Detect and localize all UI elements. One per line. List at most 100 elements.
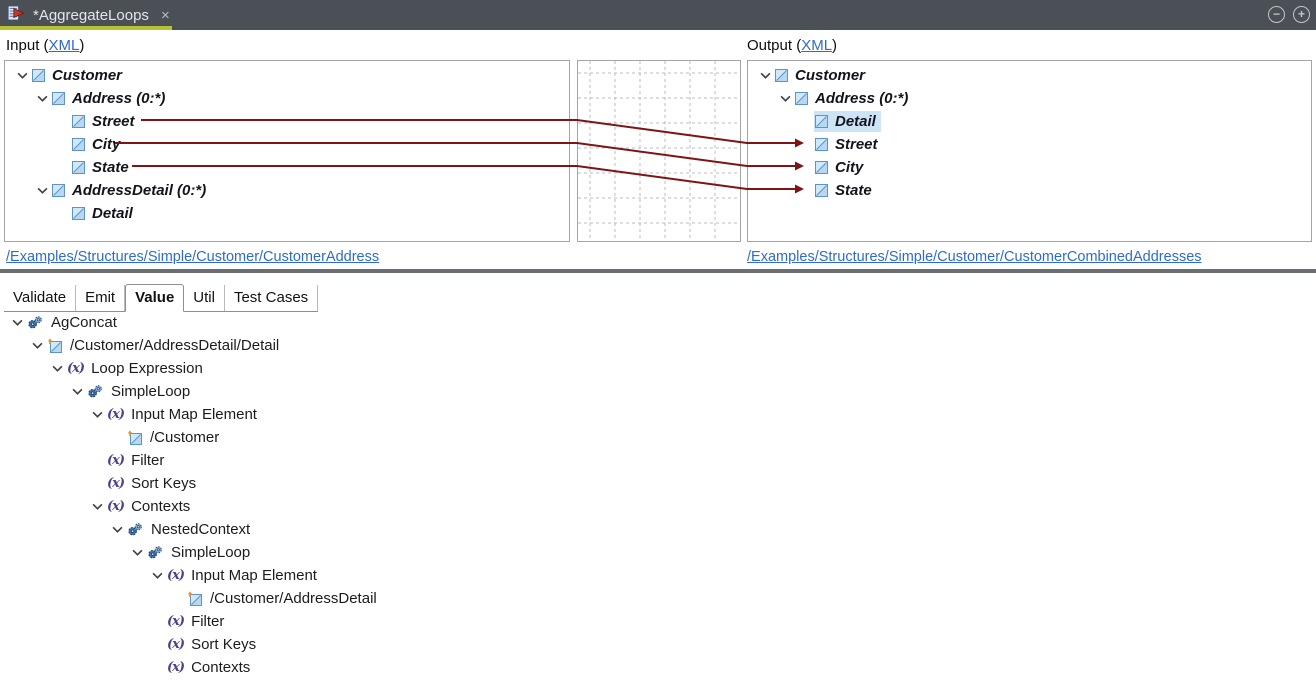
output-schema-panel: Customer Address (0:*) [747,60,1312,242]
xml-element-icon [52,184,65,197]
tab-value[interactable]: Value [125,284,185,312]
tree-item-customer-addressdetail-detail[interactable]: /Customer/AddressDetail/Detail [0,334,382,357]
tree-item-label: Contexts [191,659,251,676]
tree-item-state[interactable]: State [748,179,1311,202]
chevron-down-icon[interactable] [148,572,166,579]
tree-item-label: Address (0:*) [815,90,909,107]
chevron-down-icon[interactable] [128,549,146,556]
horizontal-splitter[interactable] [0,269,1316,273]
tab-emit[interactable]: Emit [76,285,126,311]
chevron-down-icon[interactable] [48,365,66,372]
tree-item-nestedcontext[interactable]: NestedContext [0,518,382,541]
tab-validate[interactable]: Validate [4,285,77,311]
output-structure-path-link[interactable]: /Examples/Structures/Simple/Customer/Cus… [747,249,1202,265]
tree-item-contexts[interactable]: (x) Contexts [0,656,382,679]
map-element-icon [127,430,143,445]
tree-item-customer[interactable]: Customer [748,64,1311,87]
tree-item-label: Filter [191,613,225,630]
chevron-down-icon[interactable] [8,319,26,326]
tree-item-address-0[interactable]: Address (0:*) [748,87,1311,110]
document-tab-title: *AggregateLoops [33,6,149,24]
xml-element-icon [72,115,85,128]
input-label-text: Input ( [6,37,49,54]
tree-item-label: Loop Expression [91,360,203,377]
tree-item-input-map-element[interactable]: (x) Input Map Element [0,403,382,426]
input-schema-panel: Customer Address (0:*) [4,60,570,242]
tree-item-label: Contexts [131,498,191,515]
tree-item-label: Detail [835,113,876,130]
tree-item-customer-addressdetail[interactable]: /Customer/AddressDetail [0,587,382,610]
tree-item-sort-keys[interactable]: (x) Sort Keys [0,633,382,656]
tree-item-label: /Customer/AddressDetail [210,590,377,607]
tree-item-addressdetail-0[interactable]: AddressDetail (0:*) [5,179,569,202]
output-label-suffix: ) [832,37,838,54]
tree-item-state[interactable]: State [5,156,569,179]
zoom-out-button[interactable]: − [1268,6,1285,23]
chevron-down-icon[interactable] [108,526,126,533]
tree-item-label: Input Map Element [131,406,257,423]
chevron-down-icon[interactable] [88,503,106,510]
xml-element-icon [775,69,788,82]
tree-item-label: /Customer [150,429,220,446]
tree-item-simpleloop[interactable]: SimpleLoop [0,380,382,403]
tree-item-city[interactable]: City [748,156,1311,179]
expression-fx-icon: (x) [107,453,125,468]
tree-item-city[interactable]: City [5,133,569,156]
tree-item-agconcat[interactable]: AgConcat [0,311,382,334]
tree-item-label: AgConcat [51,314,117,331]
tree-item-address-0[interactable]: Address (0:*) [5,87,569,110]
mapping-canvas[interactable] [577,60,741,242]
tab-test-cases[interactable]: Test Cases [224,285,319,311]
tree-item-filter[interactable]: (x) Filter [0,449,382,472]
tree-item-label: State [92,159,129,176]
tree-item-label: City [92,136,121,153]
tree-item-label: NestedContext [151,521,251,538]
tab-label: Test Cases [233,289,309,306]
chevron-down-icon[interactable] [33,187,51,194]
input-panel-label: Input (XML) [6,37,84,54]
input-structure-path-link[interactable]: /Examples/Structures/Simple/Customer/Cus… [6,249,380,265]
output-label-text: Output ( [747,37,802,54]
expression-fx-icon: (x) [167,637,185,652]
tree-item-street[interactable]: Street [748,133,1311,156]
active-tab-underline [0,26,172,30]
zoom-in-button[interactable]: + [1293,6,1310,23]
xml-element-icon [72,207,85,220]
tree-item-loop-expression[interactable]: (x) Loop Expression [0,357,382,380]
tab-util[interactable]: Util [184,285,225,311]
chevron-down-icon[interactable] [756,72,774,79]
xml-element-icon [815,138,828,151]
tree-item-detail[interactable]: Detail [5,202,569,225]
chevron-down-icon[interactable] [28,342,46,349]
expression-fx-icon: (x) [167,568,185,583]
chevron-down-icon[interactable] [68,388,86,395]
chevron-down-icon[interactable] [13,72,31,79]
tree-item-street[interactable]: Street [5,110,569,133]
document-tab-aggregateloops[interactable]: *AggregateLoops × [0,0,180,30]
tab-label: Util [193,289,215,306]
expression-fx-icon: (x) [167,614,185,629]
tree-item-label: Sort Keys [191,636,257,653]
output-xml-link[interactable]: XML [801,37,833,54]
tree-item-simpleloop[interactable]: SimpleLoop [0,541,382,564]
tree-item-sort-keys[interactable]: (x) Sort Keys [0,472,382,495]
chevron-down-icon[interactable] [33,95,51,102]
tree-item-detail[interactable]: Detail [748,110,1311,133]
tree-item-customer[interactable]: Customer [5,64,569,87]
tree-item-contexts[interactable]: (x) Contexts [0,495,382,518]
tree-item-filter[interactable]: (x) Filter [0,610,382,633]
input-tree: Customer Address (0:*) [5,61,569,225]
chevron-down-icon[interactable] [776,95,794,102]
tab-close-icon[interactable]: × [160,6,170,24]
tree-item-input-map-element[interactable]: (x) Input Map Element [0,564,382,587]
tree-item-label: /Customer/AddressDetail/Detail [70,337,280,354]
tree-item-label: Detail [92,205,133,222]
loop-gears-icon [87,384,104,399]
tree-item-label: Street [92,113,135,130]
chevron-down-icon[interactable] [88,411,106,418]
loop-gears-icon [27,315,44,330]
tree-item-label: Customer [795,67,866,84]
tree-item-customer[interactable]: /Customer [0,426,382,449]
input-xml-link[interactable]: XML [48,37,80,54]
